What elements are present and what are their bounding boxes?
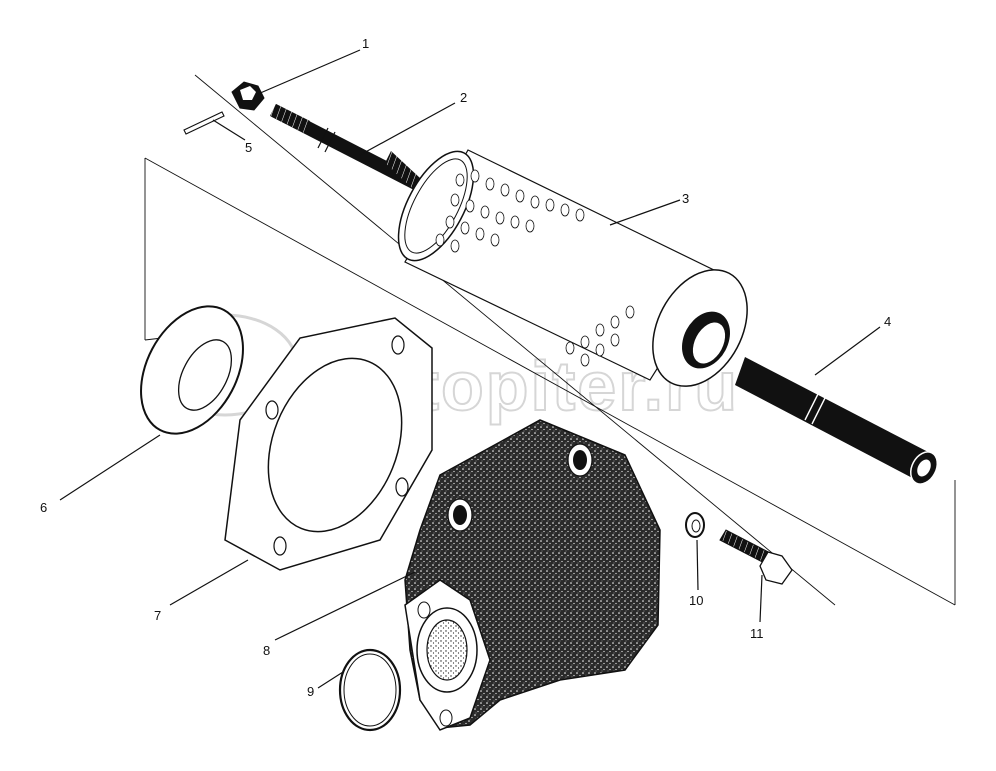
sealing-washer [140,305,244,435]
castle-nut [231,81,265,111]
callout-8: 8 [263,643,270,658]
callout-11: 11 [750,626,764,641]
callout-2: 2 [460,90,467,105]
filter-element [397,149,748,387]
callout-3: 3 [682,191,689,206]
split-pin [183,111,225,135]
callout-4: 4 [884,314,891,329]
assembly-axis-lines [144,74,956,606]
callout-10: 10 [689,593,703,608]
callout-6: 6 [40,500,47,515]
threaded-stud [270,104,420,190]
callout-7: 7 [154,608,161,623]
callout-9: 9 [307,684,314,699]
o-ring [338,648,402,732]
filter-housing [404,419,661,731]
tube [735,357,939,485]
bolt [719,529,793,585]
callout-1: 1 [362,36,369,51]
washer [685,512,705,538]
gasket [224,317,433,571]
callout-5: 5 [245,140,252,155]
callout-labels: 1 2 3 4 5 6 7 8 9 10 11 [40,36,891,699]
leader-lines [59,49,881,689]
